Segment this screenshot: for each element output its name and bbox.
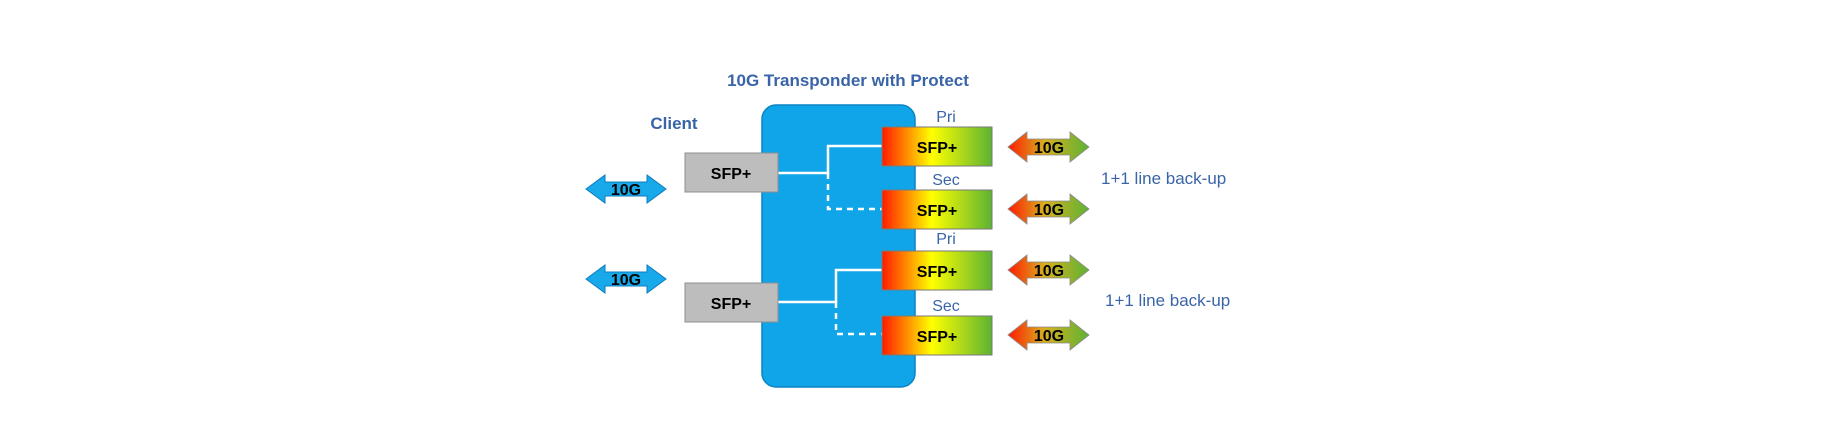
- client-sfp-module: [684, 282, 779, 323]
- primary-sfp-label: SFP+: [917, 140, 957, 157]
- primary-role-label: Pri: [936, 109, 956, 126]
- primary-rate-label: 10G: [1034, 140, 1064, 157]
- connection-lines-group-1: [778, 144, 882, 211]
- client-sfp-label: SFP+: [711, 166, 751, 183]
- client-label: Client: [650, 114, 698, 133]
- line-group-2: Pri SFP+ 10G Sec SFP+ 10G 1+1 line back-…: [881, 231, 1230, 356]
- line-group-1: Pri SFP+ 10G Sec SFP+ 10G 1+1 line back-…: [881, 109, 1226, 230]
- bidirectional-arrow-icon: [585, 264, 667, 294]
- primary-role-label: Pri: [936, 231, 956, 248]
- secondary-role-label: Sec: [932, 172, 960, 189]
- primary-sfp-label: SFP+: [917, 264, 957, 281]
- client-port-2: 10G SFP+: [585, 264, 779, 323]
- transponder-body: [761, 104, 916, 388]
- secondary-role-label: Sec: [932, 298, 960, 315]
- client-rate-label: 10G: [611, 272, 641, 289]
- secondary-sfp-label: SFP+: [917, 203, 957, 220]
- client-port-1: 10G SFP+: [585, 152, 779, 204]
- client-sfp-label: SFP+: [711, 296, 751, 313]
- bidirectional-arrow-icon: [585, 174, 667, 204]
- bidirectional-arrow-icon: [1007, 254, 1090, 286]
- client-sfp-module: [684, 152, 779, 193]
- client-rate-label: 10G: [611, 182, 641, 199]
- bidirectional-arrow-icon: [1007, 319, 1090, 351]
- secondary-rate-label: 10G: [1034, 202, 1064, 219]
- line-backup-label: 1+1 line back-up: [1101, 169, 1226, 188]
- bidirectional-arrow-icon: [1007, 131, 1090, 163]
- line-backup-label: 1+1 line back-up: [1105, 291, 1230, 310]
- primary-rate-label: 10G: [1034, 263, 1064, 280]
- secondary-line-sfp-module: [881, 315, 993, 356]
- secondary-line-sfp-module: [881, 189, 993, 230]
- diagram-title: 10G Transponder with Protect: [727, 71, 969, 90]
- secondary-sfp-label: SFP+: [917, 329, 957, 346]
- connection-lines-group-2: [778, 268, 882, 336]
- primary-line-sfp-module: [881, 250, 993, 291]
- bidirectional-arrow-icon: [1007, 193, 1090, 225]
- primary-line-sfp-module: [881, 126, 993, 167]
- secondary-rate-label: 10G: [1034, 328, 1064, 345]
